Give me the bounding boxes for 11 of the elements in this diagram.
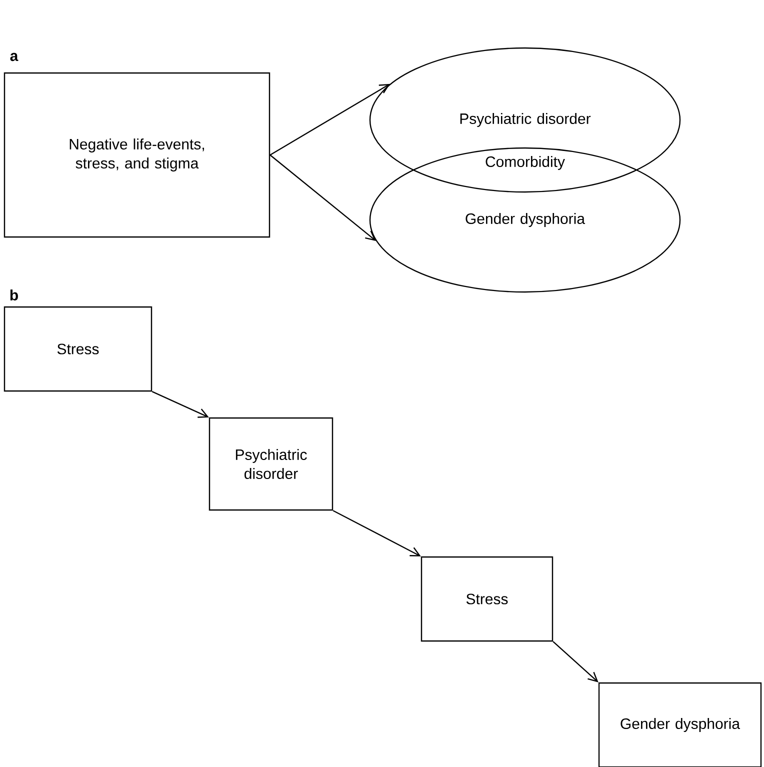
arrow bbox=[152, 391, 209, 418]
arrow bbox=[270, 154, 376, 241]
region-label: Comorbidity bbox=[486, 156, 565, 170]
process-box: Psychiatric disorder bbox=[208, 417, 334, 511]
process-box: Stress bbox=[420, 556, 554, 642]
arrow bbox=[270, 84, 390, 156]
process-box: Gender dysphoria bbox=[598, 682, 762, 767]
process-box: Negative life-events, stress, and stigma bbox=[4, 72, 270, 238]
process-box: Stress bbox=[4, 306, 152, 392]
arrow bbox=[332, 510, 421, 556]
arrow bbox=[552, 641, 598, 682]
